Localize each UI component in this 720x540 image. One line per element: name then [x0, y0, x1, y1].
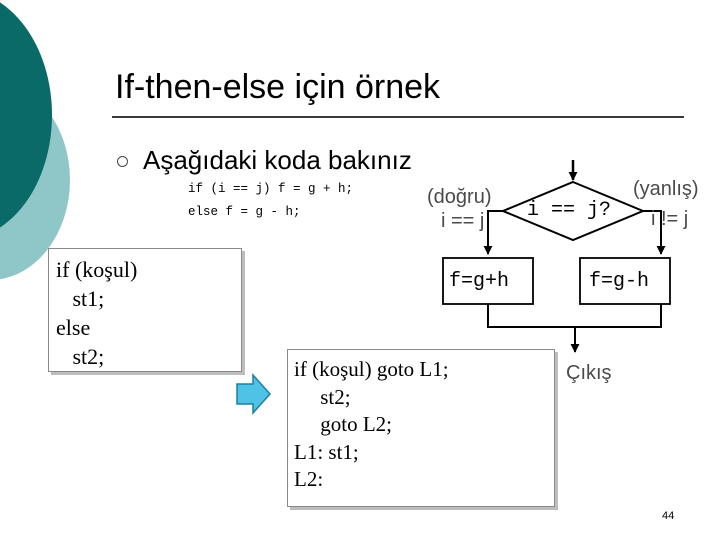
pseudocode-line: else	[56, 315, 91, 340]
title-underline	[112, 116, 684, 118]
merge-line	[487, 304, 662, 328]
true-branch-arrow	[483, 210, 503, 255]
true-condition: i == j	[441, 210, 485, 232]
code-line: else f = g - h;	[188, 205, 301, 219]
decision-diamond	[500, 180, 646, 242]
true-label: (doğru)	[427, 186, 492, 208]
false-action: f=g-h	[589, 270, 650, 293]
goto-code-box: if (koşul) goto L1; st2; goto L2; L1: st…	[287, 349, 555, 507]
decision-condition: i == j?	[527, 199, 612, 222]
page-number: 44	[662, 510, 675, 522]
true-action: f=g+h	[449, 270, 510, 293]
right-arrow-icon	[236, 373, 272, 415]
pseudocode-line: if (koşul)	[56, 257, 138, 282]
goto-code-line: L1: st1;	[294, 439, 359, 464]
pseudocode-line: st2;	[56, 344, 105, 369]
slide-title: If-then-else için örnek	[115, 68, 441, 106]
goto-code-line: if (koşul) goto L1;	[294, 357, 449, 381]
false-label: (yanlış)	[633, 178, 699, 200]
false-branch-arrow	[643, 210, 666, 255]
false-condition: i != j	[651, 208, 689, 230]
decor-dark-circle	[0, 2, 52, 228]
pseudocode-box: if (koşul) st1; else st2;	[48, 248, 242, 372]
bullet-text: Aşağıdaki koda bakınız	[143, 145, 412, 175]
true-action-box	[442, 257, 534, 305]
pseudocode-line: st1;	[56, 286, 105, 311]
goto-code-line: st2;	[294, 384, 351, 409]
code-line: if (i == j) f = g + h;	[188, 182, 354, 196]
false-action-box	[579, 257, 671, 305]
hollow-circle-bullet-icon	[117, 156, 128, 167]
goto-code-line: L2:	[294, 467, 324, 491]
goto-code-line: goto L2;	[294, 412, 392, 436]
exit-label: Çıkış	[566, 362, 612, 384]
